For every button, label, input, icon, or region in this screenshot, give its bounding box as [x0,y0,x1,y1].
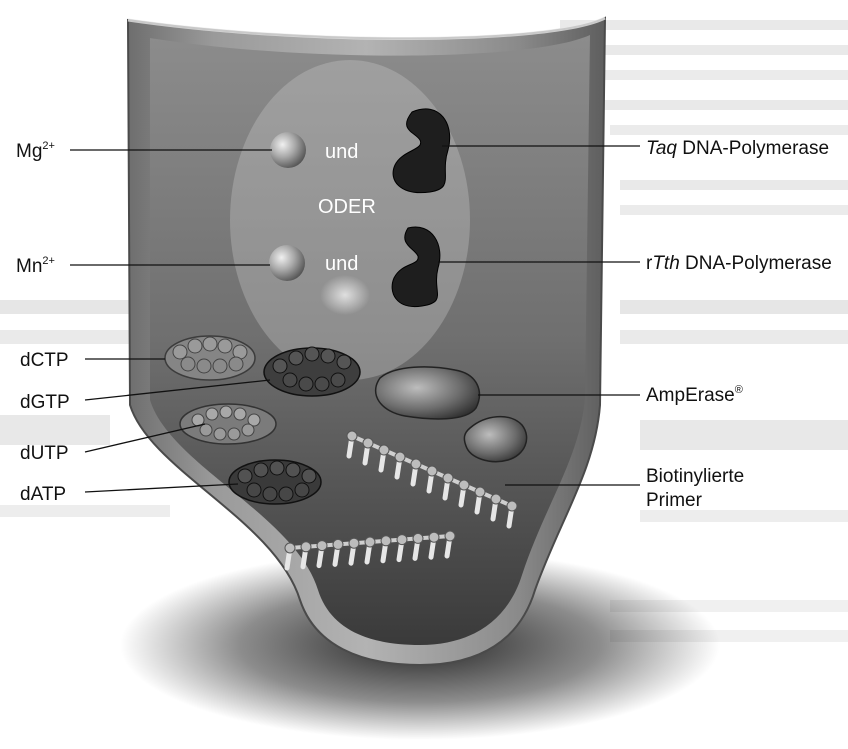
primer-bead [365,537,375,547]
primer-bead [413,533,423,543]
primer-bead [429,532,439,542]
primer-bead [445,531,455,541]
datp-molecule-cluster [229,460,321,504]
primer-bead [411,459,421,469]
primer-bead [381,536,391,546]
primer-bead [301,542,311,552]
primer-bead [363,438,373,448]
label-und-2: und [325,253,358,275]
primer-bead [347,431,357,441]
mg-ion-sphere [270,132,306,168]
label-datp: dATP [20,484,66,505]
label-primer-line2: Primer [646,490,703,511]
primer-bead [285,543,295,553]
tube-center-glow [320,275,370,315]
primer-bead [507,501,517,511]
primer-bead [491,494,501,504]
primer-bead [379,445,389,455]
label-taq-polymerase: Taq DNA-Polymerase [646,138,829,159]
label-rtth-polymerase: rTth DNA-Polymerase [646,253,832,274]
dctp-molecule-cluster [165,336,255,380]
primer-bead [397,535,407,545]
label-dctp: dCTP [20,350,69,371]
primer-bead [317,541,327,551]
label-primer-line1: Biotinylierte [646,466,744,487]
tube-highlight [230,60,470,380]
primer-bead [459,480,469,490]
label-oder: ODER [318,196,376,218]
primer-bead [427,466,437,476]
label-dgtp: dGTP [20,392,70,413]
label-amperase: AmpErase® [646,384,743,406]
label-und-1: und [325,141,358,163]
label-dutp: dUTP [20,443,69,464]
dutp-molecule-cluster [180,404,276,444]
primer-bead [443,473,453,483]
primer-bead [475,487,485,497]
mn-ion-sphere [269,245,305,281]
primer-bead [395,452,405,462]
primer-bead [333,539,343,549]
dgtp-molecule-cluster [264,347,360,396]
primer-bead [349,538,359,548]
amperase-enzyme-shape [376,367,480,419]
